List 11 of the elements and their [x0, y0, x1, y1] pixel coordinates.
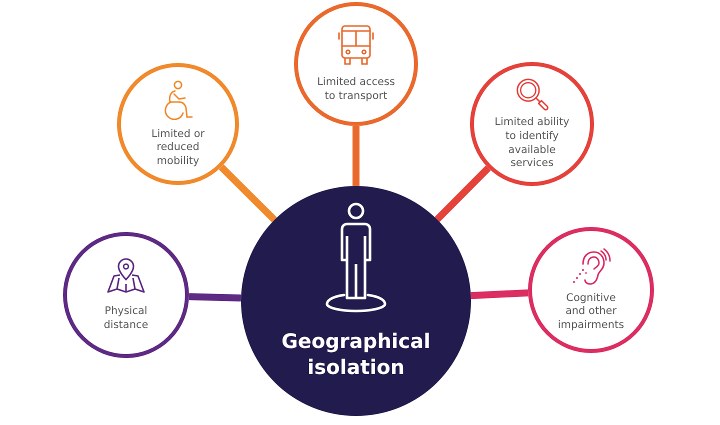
connector-line [470, 289, 528, 300]
hub-title: Geographical isolation [280, 328, 432, 380]
topic-label: Physical distance [102, 305, 150, 333]
topic-label: Cognitive and other impairments [556, 292, 626, 332]
connector-line [188, 293, 242, 302]
connector-line [218, 164, 277, 222]
topic-label: Limited or reduced mobility [150, 128, 206, 168]
topic-label: Limited ability to identify available services [494, 116, 570, 171]
topic-label: Limited access to transport [316, 76, 396, 104]
connector-line [434, 166, 491, 222]
connector-line [352, 126, 360, 186]
